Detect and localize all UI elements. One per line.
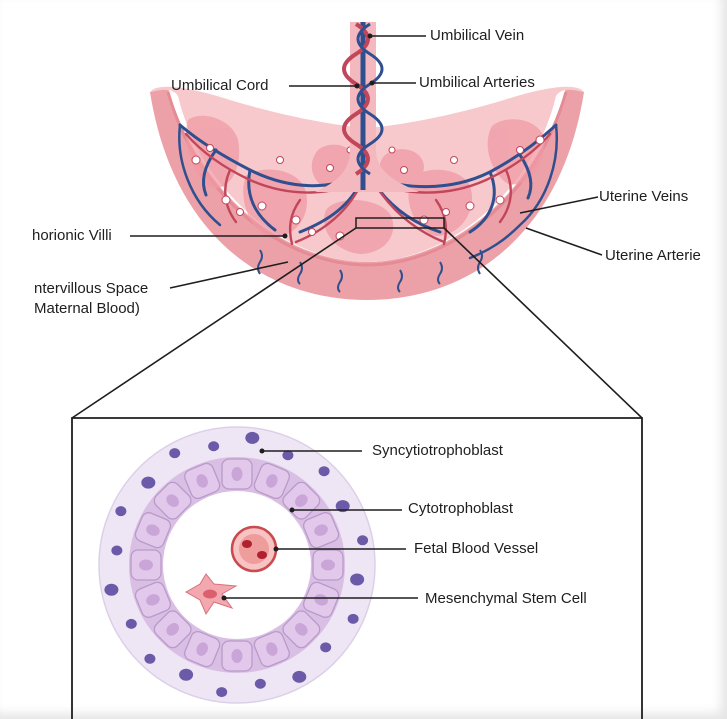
label-intervillous-space-line1: ntervillous Space bbox=[34, 279, 148, 299]
syncytial-nucleus bbox=[104, 584, 118, 596]
syncytial-nucleus bbox=[126, 619, 137, 629]
villus-core bbox=[163, 491, 311, 639]
label-fetal-blood-vessel: Fetal Blood Vessel bbox=[414, 540, 538, 558]
cytotrophoblast-nucleus bbox=[139, 560, 153, 571]
label-uterine-veins: Uterine Veins bbox=[599, 188, 688, 206]
label-umbilical-arteries: Umbilical Arteries bbox=[419, 74, 535, 92]
villus-cross-section bbox=[99, 427, 375, 703]
label-uterine-arteries: Uterine Arterie bbox=[605, 247, 701, 265]
label-intervillous-space: ntervillous Space Maternal Blood) bbox=[34, 279, 148, 319]
label-syncytiotrophoblast: Syncytiotrophoblast bbox=[372, 442, 503, 460]
label-umbilical-vein: Umbilical Vein bbox=[430, 27, 524, 45]
syncytial-nucleus bbox=[141, 477, 155, 489]
syncytial-nucleus bbox=[255, 679, 266, 689]
syncytial-nucleus bbox=[115, 506, 126, 516]
fetal-blood-vessel bbox=[232, 527, 276, 571]
syncytial-nucleus bbox=[179, 669, 193, 681]
syncytial-nucleus bbox=[216, 687, 227, 697]
syncytial-nucleus bbox=[245, 432, 259, 444]
syncytial-nucleus bbox=[208, 441, 219, 451]
label-mesenchymal-stem-cell: Mesenchymal Stem Cell bbox=[425, 590, 587, 608]
syncytial-nucleus bbox=[169, 448, 180, 458]
cytotrophoblast-nucleus bbox=[232, 649, 243, 663]
syncytial-nucleus bbox=[320, 642, 331, 652]
syncytial-nucleus bbox=[144, 654, 155, 664]
leader-uterine-arteries bbox=[526, 228, 602, 255]
syncytial-nucleus bbox=[319, 466, 330, 476]
syncytial-nucleus bbox=[357, 535, 368, 545]
syncytial-nucleus bbox=[292, 671, 306, 683]
label-intervillous-space-line2: Maternal Blood) bbox=[34, 299, 148, 319]
label-umbilical-cord: Umbilical Cord bbox=[171, 77, 269, 95]
syncytial-nucleus bbox=[350, 573, 364, 585]
zoom-guide-left bbox=[72, 228, 356, 418]
label-chorionic-villi: horionic Villi bbox=[32, 227, 112, 245]
cytotrophoblast-nucleus bbox=[232, 467, 243, 481]
syncytial-nucleus bbox=[111, 546, 122, 556]
syncytial-nucleus bbox=[348, 614, 359, 624]
cytotrophoblast-nucleus bbox=[321, 560, 335, 571]
label-cytotrophoblast: Cytotrophoblast bbox=[408, 500, 513, 518]
